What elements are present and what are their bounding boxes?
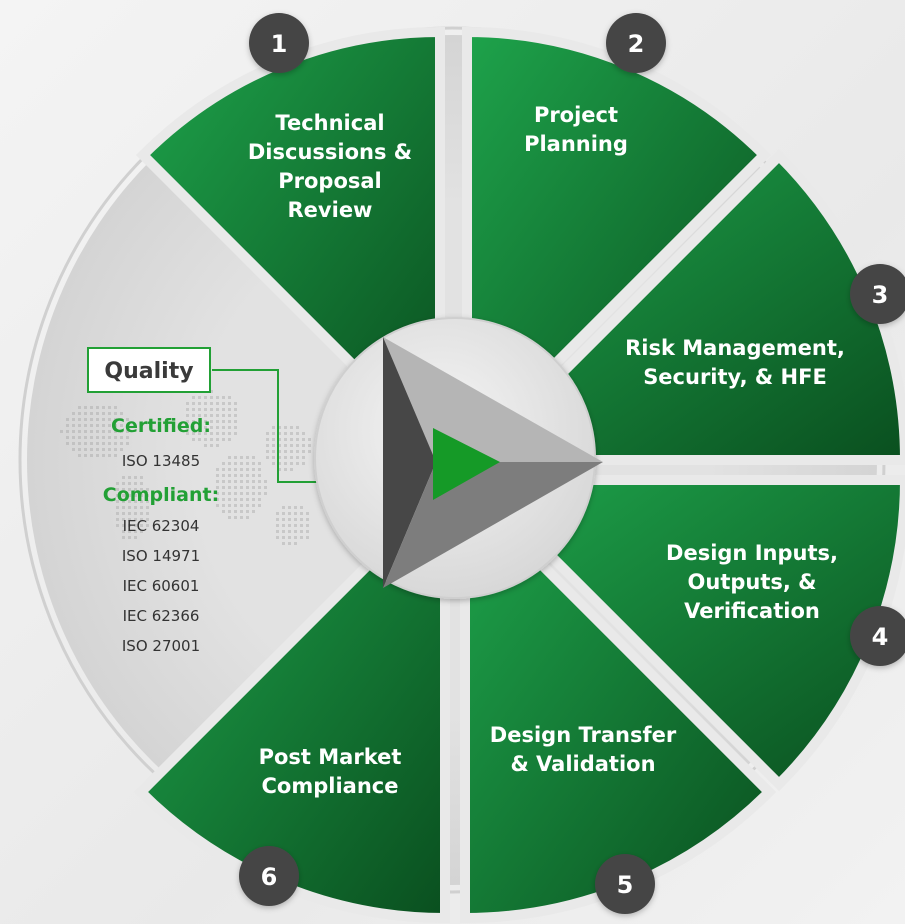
compliant-item: IEC 62366 <box>123 607 200 625</box>
svg-text:2: 2 <box>628 30 645 58</box>
certified-heading: Certified: <box>111 415 211 437</box>
step-badge-2: 2 <box>606 13 666 73</box>
compliant-item: ISO 27001 <box>122 637 200 655</box>
compliant-item: ISO 14971 <box>122 547 200 565</box>
segment-5-label: Design Transfer& Validation <box>490 723 677 776</box>
svg-text:3: 3 <box>872 281 889 309</box>
quality-box <box>87 347 211 393</box>
svg-text:6: 6 <box>261 863 278 891</box>
quality-panel: Quality Certified: ISO 13485 Compliant: … <box>87 347 219 655</box>
svg-text:4: 4 <box>872 623 889 651</box>
compliant-item: IEC 62304 <box>123 517 200 535</box>
compliant-heading: Compliant: <box>103 484 219 506</box>
compliant-item: IEC 60601 <box>123 577 200 595</box>
certified-item: ISO 13485 <box>122 452 200 470</box>
segment-3-label: Risk Management,Security, & HFE <box>625 336 845 389</box>
svg-text:1: 1 <box>271 30 288 58</box>
play-icon <box>383 337 603 588</box>
step-badge-6: 6 <box>239 846 299 906</box>
segment-4-label: Design Inputs,Outputs, &Verification <box>666 541 838 623</box>
svg-text:5: 5 <box>617 871 634 899</box>
world-map-watermark <box>60 390 311 545</box>
play-center-triangle <box>433 428 500 500</box>
step-badge-3: 3 <box>850 264 905 324</box>
quality-title: Quality <box>104 359 193 384</box>
step-badge-1: 1 <box>249 13 309 73</box>
step-badge-4: 4 <box>850 606 905 666</box>
step-badge-5: 5 <box>595 854 655 914</box>
